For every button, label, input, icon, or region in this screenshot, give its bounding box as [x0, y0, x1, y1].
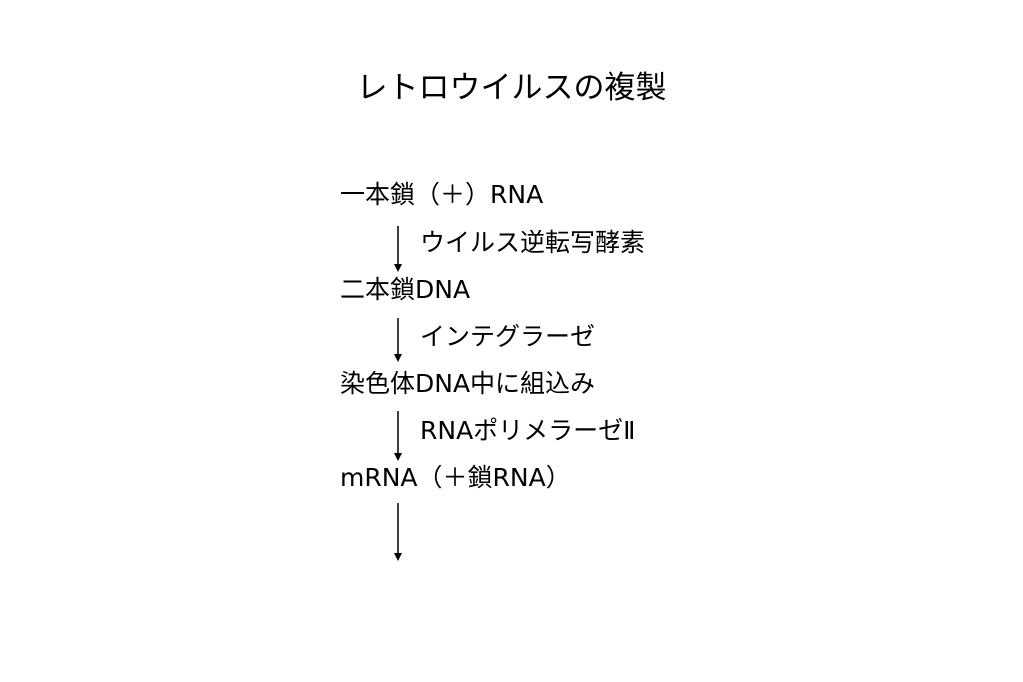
slide-title: レトロウイルスの複製 — [356, 70, 667, 106]
enzyme-rna-polymerase-ii: RNAポリメラーゼⅡ — [420, 416, 636, 445]
step-double-strand-dna: 二本鎖DNA — [340, 275, 471, 304]
step-single-strand-rna: 一本鎖（＋）RNA — [340, 180, 544, 209]
arrow-down-2 — [390, 318, 406, 362]
enzyme-reverse-transcriptase: ウイルス逆転写酵素 — [420, 228, 646, 257]
enzyme-integrase: インテグラーゼ — [420, 322, 596, 351]
down-arrow-icon — [394, 411, 402, 461]
down-arrow-icon — [394, 226, 402, 272]
arrow-down-3 — [390, 411, 406, 461]
down-arrow-icon — [394, 503, 402, 561]
arrow-down-1 — [390, 226, 406, 272]
down-arrow-icon — [394, 318, 402, 362]
step-chromosome-integration: 染色体DNA中に組込み — [340, 369, 596, 398]
step-mrna: mRNA（＋鎖RNA） — [340, 463, 571, 492]
arrow-down-4 — [390, 503, 406, 561]
